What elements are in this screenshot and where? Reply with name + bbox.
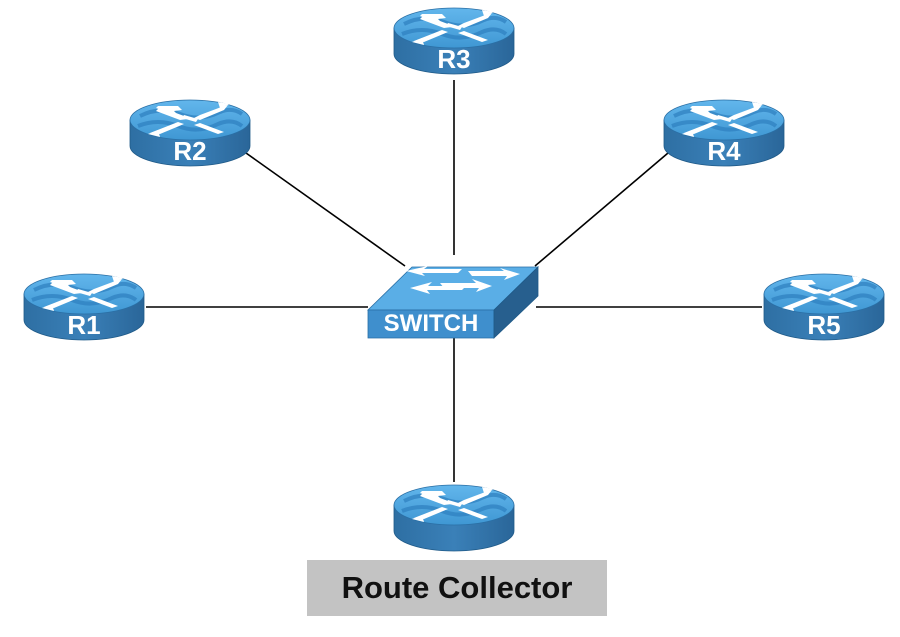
route-collector-caption: Route Collector <box>307 560 607 616</box>
router-rc[interactable] <box>392 483 516 553</box>
router-r4[interactable]: R4 <box>662 98 786 168</box>
router-icon <box>392 483 516 553</box>
router-r5[interactable]: R5 <box>762 272 886 342</box>
switch-icon[interactable]: SWITCH <box>367 266 539 339</box>
router-label: R3 <box>437 44 470 74</box>
links-layer <box>146 80 762 482</box>
router-label: R2 <box>173 136 206 166</box>
router-r1[interactable]: R1 <box>22 272 146 342</box>
link-switch-r2 <box>245 152 406 267</box>
router-label: R4 <box>707 136 741 166</box>
router-r3[interactable]: R3 <box>392 6 516 76</box>
router-r2[interactable]: R2 <box>128 98 252 168</box>
link-switch-r4 <box>534 152 669 267</box>
router-label: R1 <box>67 310 100 340</box>
router-label: R5 <box>807 310 840 340</box>
switch-label: SWITCH <box>384 310 479 337</box>
